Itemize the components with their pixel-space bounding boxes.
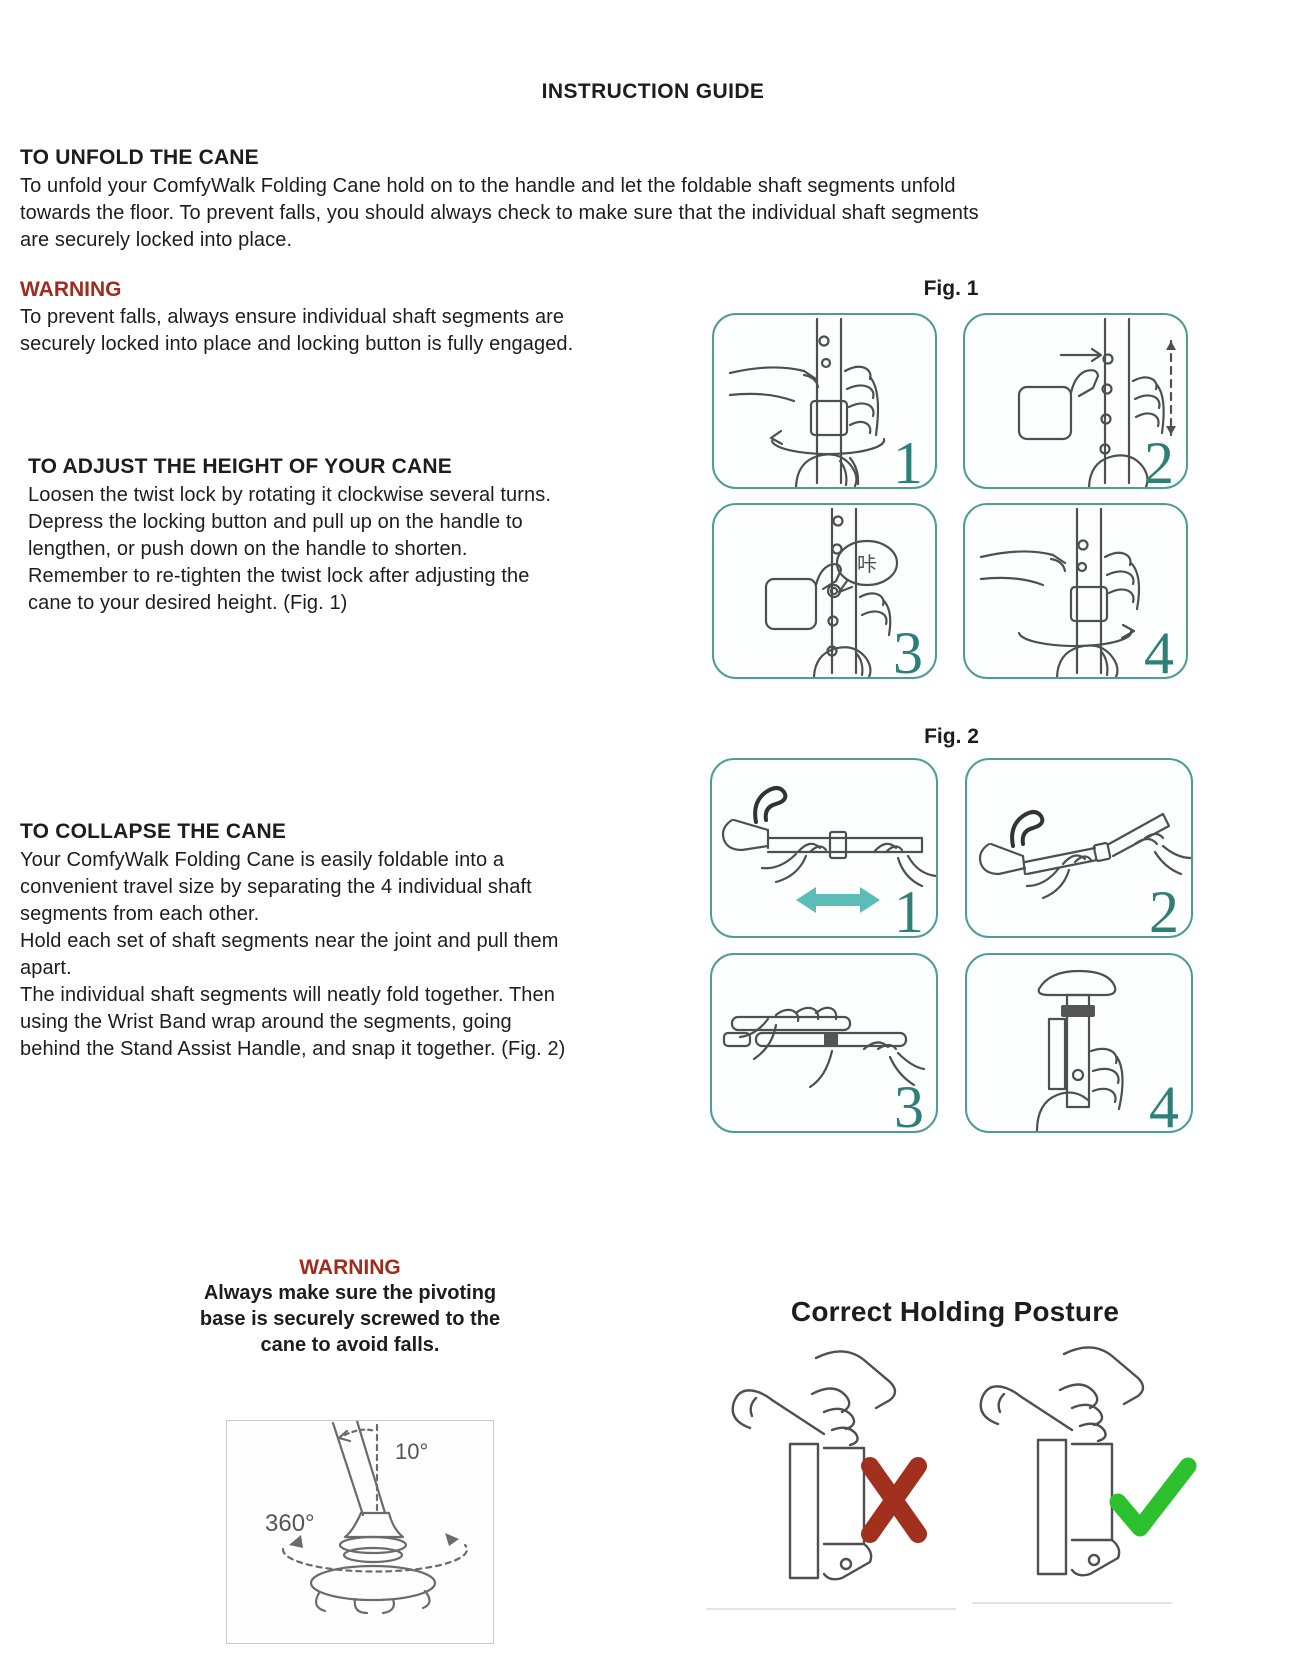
correct-posture-illustration xyxy=(979,1346,1197,1577)
click-sound-text: 咔 xyxy=(857,552,877,576)
fig2-panel-1: 1 xyxy=(710,758,938,942)
warning2-body: Always make sure the pivoting base is se… xyxy=(199,1282,501,1356)
posture-heading: Correct Holding Posture xyxy=(790,1296,1120,1327)
fig2-panel-4-number: 4 xyxy=(1149,1074,1179,1140)
page-title: INSTRUCTION GUIDE xyxy=(541,80,765,103)
fig2-panel-3: 3 xyxy=(710,953,938,1137)
fig1-panel-3-number: 3 xyxy=(893,620,923,686)
pull-direction-arrow-icon xyxy=(796,887,880,913)
section-unfold-body: To unfold your ComfyWalk Folding Cane ho… xyxy=(20,175,979,251)
rotation-360-label: 360° xyxy=(265,1510,315,1537)
warning1-label: WARNING xyxy=(20,278,122,301)
fig1-panel-1-number: 1 xyxy=(893,430,923,496)
check-mark-icon xyxy=(1109,1457,1197,1537)
ground-line-right xyxy=(972,1602,1172,1604)
fig1-panel-2-number: 2 xyxy=(1144,430,1174,496)
warning2-label: WARNING xyxy=(299,1256,401,1279)
retighten-lock-illustration xyxy=(979,507,1141,677)
folded-segments-illustration xyxy=(722,1006,926,1089)
pivot-base-illustration: 360° 10° xyxy=(265,1419,469,1615)
section-adjust-heading: TO ADJUST THE HEIGHT OF YOUR CANE xyxy=(28,455,452,478)
section-unfold-heading: TO UNFOLD THE CANE xyxy=(20,146,259,169)
posture-correct-figure xyxy=(968,1344,1208,1606)
section-collapse-heading: TO COLLAPSE THE CANE xyxy=(20,820,287,843)
twist-lock-rotate-illustration xyxy=(728,317,886,487)
tilt-10-label: 10° xyxy=(395,1439,428,1464)
fig1-label: Fig. 1 xyxy=(923,277,979,300)
fig2-panel-1-number: 1 xyxy=(894,879,924,945)
wrong-posture-illustration xyxy=(731,1350,927,1581)
fig1-panel-2: 2 xyxy=(963,313,1188,493)
ground-line-left xyxy=(706,1608,956,1610)
fig1-panel-4-number: 4 xyxy=(1144,620,1174,686)
pivot-base-figure: 360° 10° xyxy=(226,1419,494,1644)
fig2-panel-2-number: 2 xyxy=(1149,879,1179,945)
posture-wrong-figure xyxy=(720,1348,960,1610)
fig2-panel-2: 2 xyxy=(965,758,1193,942)
hold-folded-cane-illustration xyxy=(1035,969,1124,1131)
section-adjust-body: Loosen the twist lock by rotating it clo… xyxy=(28,484,551,614)
button-click-illustration: 咔 xyxy=(764,507,899,677)
fig2-panel-4: 4 xyxy=(965,953,1193,1137)
warning2-block: WARNING Always make sure the pivoting ba… xyxy=(160,1256,540,1358)
x-mark-icon xyxy=(861,1457,927,1543)
fold-joint-illustration xyxy=(978,810,1191,900)
section-collapse-body: Your ComfyWalk Folding Cane is easily fo… xyxy=(20,849,566,1060)
fig2-panel-3-number: 3 xyxy=(894,1074,924,1140)
depress-button-illustration xyxy=(1017,317,1176,487)
fig1-panel-1: 1 xyxy=(712,313,937,493)
fig2-label: Fig. 2 xyxy=(924,725,979,748)
pull-apart-illustration xyxy=(721,786,936,913)
warning1-body: To prevent falls, always ensure individu… xyxy=(20,306,574,355)
fig1-panel-3: 咔 3 xyxy=(712,503,937,683)
fig1-panel-4: 4 xyxy=(963,503,1188,683)
